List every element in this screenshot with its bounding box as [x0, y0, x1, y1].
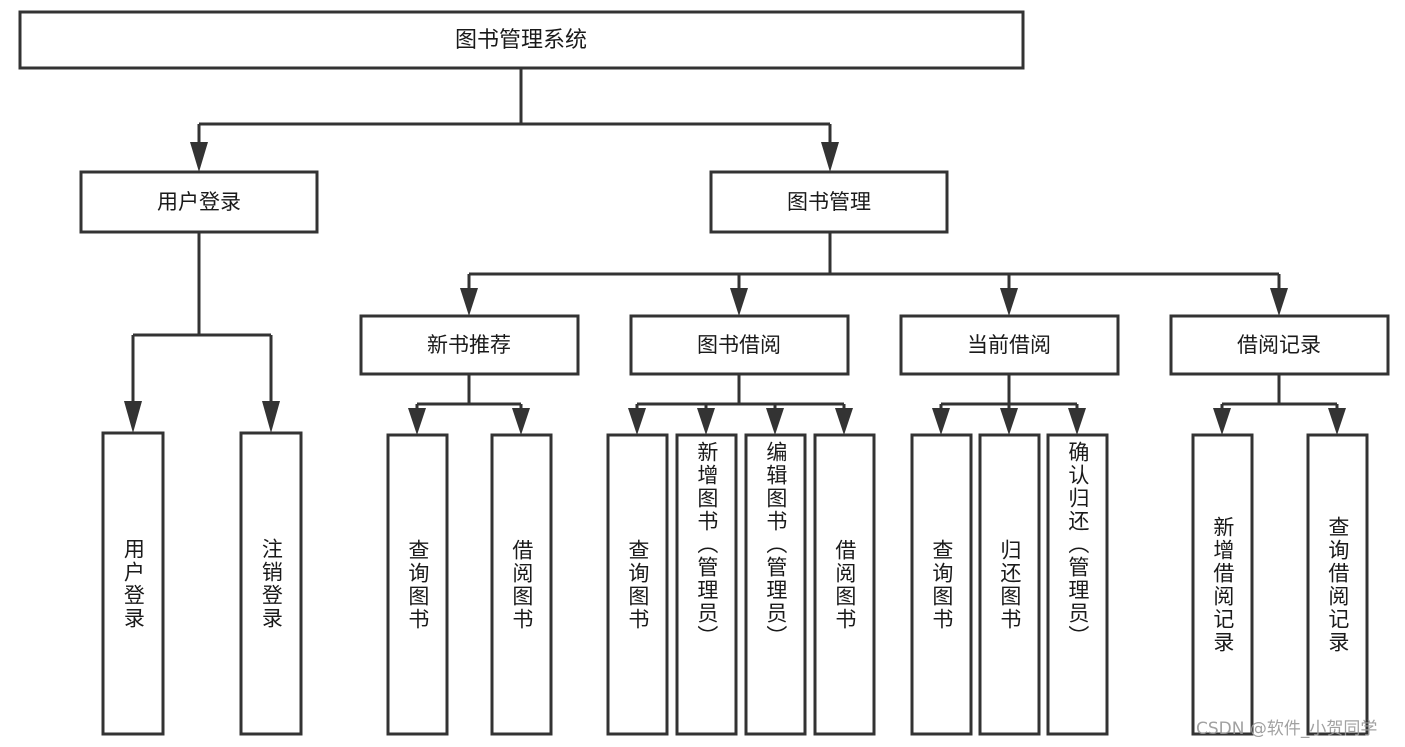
leaf-node-book-borrow-1[interactable] [675, 433, 738, 736]
node-book-borrow[interactable]: 图书借阅 [629, 314, 850, 376]
node-borrow-record[interactable]: 借阅记录 [1169, 314, 1390, 376]
arrow-head-current-borrow [1000, 288, 1018, 316]
node-root-rect[interactable] [18, 10, 1025, 70]
leaf-node-book-borrow-0[interactable] [606, 433, 669, 736]
leaf-node-user-login-0-rect[interactable] [101, 431, 165, 736]
arrow-head-current-borrow-leaf-1 [1000, 408, 1018, 435]
leaf-node-current-borrow-0[interactable] [910, 433, 973, 736]
node-current-borrow-label: 当前借阅 [967, 333, 1051, 357]
arrow-head-book-borrow-leaf-0 [628, 408, 646, 435]
leaf-node-user-login-0[interactable] [101, 431, 165, 736]
node-new-book-recommend[interactable]: 新书推荐 [359, 314, 580, 376]
leaf-node-book-borrow-2-rect[interactable] [744, 433, 807, 736]
arrow-head-book-mgmt [821, 142, 839, 172]
node-current-borrow-rect[interactable] [899, 314, 1120, 376]
arrow-head-book-borrow-leaf-1 [697, 408, 715, 435]
csdn-watermark: CSDN @软件_小贺同学 [1196, 719, 1378, 739]
connector-group-root [190, 68, 839, 172]
connector-group-current-borrow [932, 374, 1086, 435]
leaf-node-book-borrow-1-rect[interactable] [675, 433, 738, 736]
leaf-node-borrow-record-0[interactable] [1191, 433, 1254, 736]
leaf-node-borrow-record-1-rect[interactable] [1306, 433, 1369, 736]
arrow-head-borrow-record-leaf-1 [1328, 408, 1346, 435]
node-book-management-rect[interactable] [709, 170, 949, 234]
leaf-node-new-book-0[interactable] [386, 433, 449, 736]
leaf-node-book-borrow-2[interactable] [744, 433, 807, 736]
arrow-head-borrow-record [1270, 288, 1288, 316]
node-book-management-label: 图书管理 [787, 190, 871, 214]
connector-group-book-mgmt [460, 232, 1288, 316]
leaf-node-current-borrow-2[interactable] [1046, 433, 1109, 736]
leaf-node-book-borrow-3[interactable] [813, 433, 876, 736]
leaf-node-book-borrow-3-rect[interactable] [813, 433, 876, 736]
arrow-head-book-borrow-leaf-3 [835, 408, 853, 435]
arrow-head-new-book-leaf-0 [408, 408, 426, 435]
arrow-head-current-borrow-leaf-0 [932, 408, 950, 435]
connector-group-book-borrow [628, 374, 853, 435]
leaf-node-current-borrow-1[interactable] [978, 433, 1041, 736]
leaf-node-new-book-1[interactable] [490, 433, 553, 736]
node-borrow-record-rect[interactable] [1169, 314, 1390, 376]
arrow-head-new-book [460, 288, 478, 316]
leaf-node-new-book-1-rect[interactable] [490, 433, 553, 736]
leaf-node-user-login-1[interactable] [239, 431, 303, 736]
node-book-borrow-label: 图书借阅 [697, 333, 781, 357]
arrow-head-book-borrow [730, 288, 748, 316]
leaf-node-current-borrow-0-rect[interactable] [910, 433, 973, 736]
node-new-book-recommend-rect[interactable] [359, 314, 580, 376]
arrow-head-book-borrow-leaf-2 [766, 408, 784, 435]
node-book-borrow-rect[interactable] [629, 314, 850, 376]
node-user-login-label: 用户登录 [157, 190, 241, 214]
node-new-book-recommend-label: 新书推荐 [427, 333, 511, 357]
node-book-management[interactable]: 图书管理 [709, 170, 949, 234]
node-borrow-record-label: 借阅记录 [1237, 333, 1321, 357]
arrow-head-new-book-leaf-1 [512, 408, 530, 435]
leaf-node-current-borrow-2-rect[interactable] [1046, 433, 1109, 736]
connector-group-user-login [124, 232, 280, 433]
arrow-head-user-login-leaf-1 [262, 401, 280, 433]
node-root-label: 图书管理系统 [455, 28, 587, 53]
node-user-login[interactable]: 用户登录 [79, 170, 319, 234]
arrow-head-borrow-record-leaf-0 [1213, 408, 1231, 435]
leaf-node-current-borrow-1-rect[interactable] [978, 433, 1041, 736]
leaf-node-book-borrow-0-rect[interactable] [606, 433, 669, 736]
connector-group-borrow-record [1213, 374, 1346, 435]
arrow-head-user-login [190, 142, 208, 172]
arrow-head-user-login-leaf-0 [124, 401, 142, 433]
leaf-node-user-login-1-rect[interactable] [239, 431, 303, 736]
connector-group-new-book [408, 374, 530, 435]
leaf-node-borrow-record-1[interactable] [1306, 433, 1369, 736]
leaf-node-new-book-0-rect[interactable] [386, 433, 449, 736]
arrow-head-current-borrow-leaf-2 [1068, 408, 1086, 435]
node-user-login-rect[interactable] [79, 170, 319, 234]
node-current-borrow[interactable]: 当前借阅 [899, 314, 1120, 376]
node-root[interactable]: 图书管理系统 [18, 10, 1025, 70]
leaf-node-borrow-record-0-rect[interactable] [1191, 433, 1254, 736]
